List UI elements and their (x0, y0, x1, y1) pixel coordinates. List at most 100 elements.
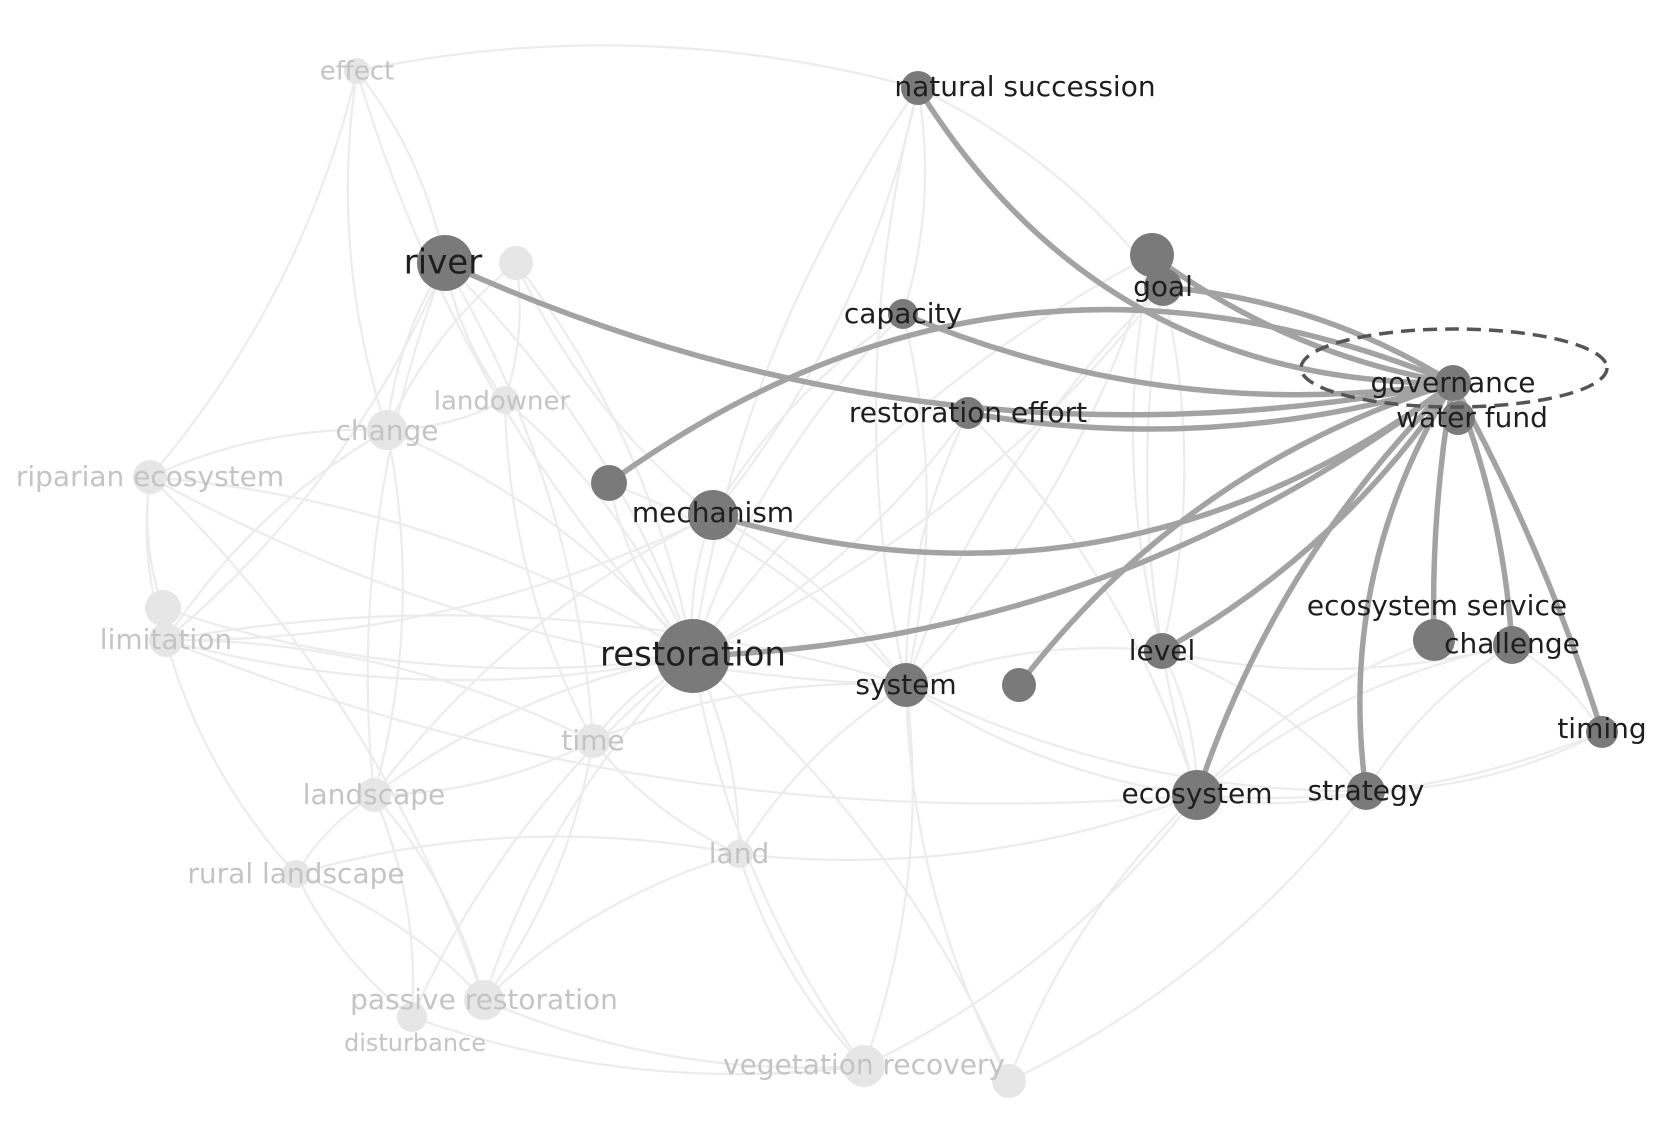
node-passive-restoration (464, 980, 504, 1020)
faded-edge (862, 683, 914, 1068)
faded-edge (691, 253, 1154, 658)
node-effect (344, 58, 370, 84)
node-label-land: land (709, 837, 769, 870)
highlighted-edge (1160, 284, 1456, 386)
faded-edge (1195, 730, 1604, 800)
faded-edge (355, 44, 920, 90)
node-governance (1435, 365, 1471, 401)
faded-edge (164, 428, 389, 642)
node-label-riparian-ecosystem: riparian ecosystem (16, 460, 284, 493)
faded-edge (148, 69, 359, 479)
faded-edge (410, 1015, 866, 1076)
faded-edge (862, 793, 1199, 1068)
faded-edge (372, 793, 486, 1002)
node-label-rural-landscape: rural landscape (187, 857, 404, 890)
node-label-goal: goal (1133, 270, 1193, 303)
node-potential (145, 590, 181, 626)
node-timing (1586, 716, 1618, 748)
node-mechanism (688, 490, 738, 540)
faded-edge (607, 481, 908, 687)
faded-edge (410, 654, 695, 1019)
faded-edge (148, 475, 486, 1002)
node-limitation (149, 623, 183, 657)
highlighted-edge (690, 380, 1456, 659)
faded-edge (1160, 285, 1186, 653)
faded-edge (904, 683, 1199, 797)
node-unlabeled-2 (1002, 668, 1036, 702)
node-level (1144, 633, 1180, 669)
node-label-strategy: strategy (1308, 774, 1425, 807)
faded-edge (164, 638, 298, 876)
node-capacity (888, 299, 918, 329)
faded-edge (372, 428, 404, 797)
faded-edge (503, 398, 595, 743)
node-label-landscape: landscape (303, 778, 446, 811)
faded-edge (901, 86, 927, 316)
node-label-natural-succession: natural succession (894, 70, 1155, 103)
faded-edge (904, 683, 1368, 793)
faded-edge (901, 312, 928, 687)
highlighted-edge (442, 260, 1456, 418)
faded-edge (1195, 638, 1436, 797)
highlighted-edge-layer (442, 85, 1605, 798)
faded-edge (1364, 643, 1514, 793)
faded-edge (904, 253, 1154, 687)
highlighted-edge (1194, 380, 1456, 798)
node-system (884, 663, 928, 707)
node-label-river: river (404, 243, 482, 283)
faded-edge (503, 261, 521, 402)
node-label-timing: timing (1557, 712, 1646, 745)
faded-edge (385, 261, 518, 432)
faded-edge (904, 683, 1011, 1083)
node-label-governance: governance (1371, 366, 1536, 399)
faded-edge (691, 312, 905, 658)
node-label-system: system (855, 668, 956, 701)
faded-edge (146, 475, 165, 610)
faded-edge (148, 428, 389, 479)
node-label-mechanism: mechanism (632, 496, 794, 529)
node-label-capacity: capacity (844, 297, 962, 330)
faded-edge (591, 739, 741, 856)
faded-edge (346, 69, 389, 432)
faded-edge (737, 683, 908, 856)
focus-annotation-ellipse (1299, 327, 1609, 409)
node-disturbance (397, 1002, 427, 1032)
faded-edge (443, 261, 695, 658)
faded-edge (372, 739, 595, 797)
faded-edge (372, 513, 715, 797)
node-water-fund (1441, 401, 1475, 435)
faded-edge (164, 513, 715, 642)
faded-edge (164, 638, 1199, 805)
node-time (576, 724, 610, 758)
node-label-challenge: challenge (1444, 627, 1580, 660)
node-restoration-effort (952, 397, 984, 429)
faded-edge (1146, 285, 1199, 797)
node-label-effect: effect (320, 57, 394, 87)
faded-edge (1160, 649, 1368, 793)
node-landowner (491, 386, 519, 414)
node-layer (133, 58, 1618, 1098)
node-label-time: time (561, 724, 624, 757)
node-land (725, 840, 753, 868)
faded-edge (1007, 789, 1368, 1083)
highlighted-edge (710, 380, 1456, 556)
faded-edge (294, 872, 486, 1002)
highlighted-edge (1016, 380, 1456, 688)
faded-edge (916, 86, 1165, 289)
faded-edge (164, 614, 908, 687)
faded-edge (514, 261, 695, 658)
highlighted-edge (1450, 380, 1605, 735)
faded-edge (711, 513, 908, 687)
node-goal (1144, 268, 1182, 306)
node-label-change: change (335, 414, 438, 447)
faded-edge (1007, 793, 1199, 1083)
node-label-restoration-effort: restoration effort (849, 396, 1087, 429)
label-layer: effect natural succession river goal capacit… (16, 57, 1647, 1082)
node-change (367, 410, 407, 450)
highlighted-edge (606, 306, 1456, 486)
faded-edge (482, 998, 866, 1069)
faded-edge (874, 86, 920, 687)
faded-edge (164, 638, 595, 743)
node-label-ecosystem: ecosystem (1122, 777, 1273, 810)
faded-edge (503, 398, 695, 658)
